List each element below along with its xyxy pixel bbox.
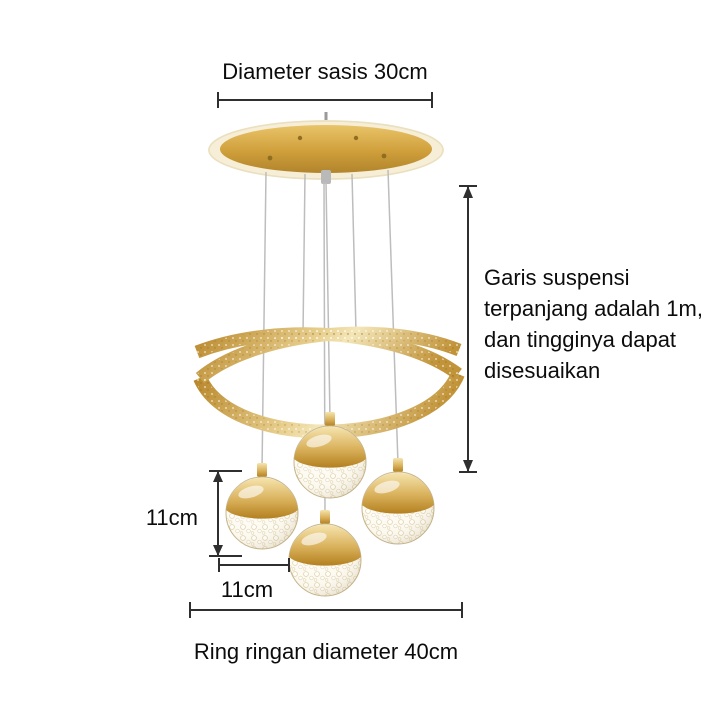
dimension-chassis-diameter bbox=[217, 92, 433, 108]
dimension-ball-height bbox=[209, 470, 242, 557]
ball-light-right bbox=[361, 457, 435, 545]
ball-width-label: 11cm bbox=[220, 577, 274, 602]
ring-diameter-label: Ring ringan diameter 40cm bbox=[193, 639, 459, 664]
dimension-lines bbox=[189, 92, 477, 618]
ball-light-bottom bbox=[288, 509, 362, 597]
ball-height-label: 11cm bbox=[145, 505, 198, 530]
screw-icon bbox=[381, 153, 387, 159]
screw-icon bbox=[353, 135, 359, 141]
dimension-ball-width bbox=[218, 558, 290, 572]
suspension-length-label: Garis suspensi terpanjang adalah 1m, dan… bbox=[484, 265, 703, 383]
ball-light-left bbox=[225, 462, 299, 550]
dimension-ring-diameter bbox=[189, 602, 463, 618]
screw-icon bbox=[267, 155, 273, 161]
dimension-suspension-length bbox=[459, 185, 477, 473]
chassis-diameter-label: Diameter sasis 30cm bbox=[222, 59, 428, 84]
ceiling-canopy bbox=[208, 120, 444, 184]
screw-icon bbox=[297, 135, 303, 141]
decorative-ring bbox=[193, 326, 465, 439]
